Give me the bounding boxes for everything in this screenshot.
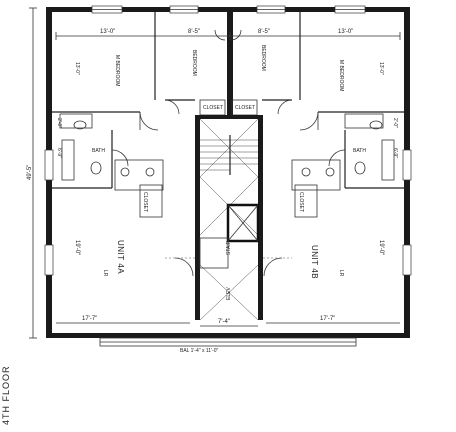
right-lr-depth: 19'-0"	[378, 240, 384, 255]
left-bath-depth: 6'-9"	[56, 148, 62, 158]
left-m-bedroom-label: M BEDROOM	[114, 55, 120, 86]
right-lr-width: 17'-7"	[320, 316, 335, 322]
top-windows	[91, 5, 366, 14]
unit-4a-labels: M BEDROOM BEDROOM 13'-0" CLOSET BATH 2'-…	[56, 50, 223, 322]
stair-treads	[200, 135, 258, 175]
overall-depth-label: 49'-5"	[27, 165, 33, 180]
left-core-closet-label: CLOSET	[142, 192, 148, 212]
right-core-closet-label: CLOSET	[298, 192, 304, 212]
left-lr-label: LR	[102, 270, 108, 277]
left-bath-label: BATH	[92, 148, 105, 154]
stair-core: 7'-4" STAIR ELEV	[195, 115, 263, 327]
unit-4b-label: UNIT 4B	[310, 245, 319, 279]
elev-label: ELEV	[226, 287, 232, 300]
overall-depth-dimension: 49'-5"	[27, 7, 37, 339]
right-bedroom-depth: 13'-0"	[378, 62, 384, 75]
right-closet-depth: 2'-0"	[392, 118, 398, 128]
dim-right-bedroom: 13'-0"	[338, 29, 353, 35]
dim-left-second-bedroom: 8'-5"	[188, 29, 200, 35]
floor-label: 4TH FLOOR	[1, 365, 11, 425]
left-bedroom-label: BEDROOM	[191, 50, 197, 76]
interior-partitions	[52, 12, 404, 218]
dim-left-bedroom: 13'-0"	[100, 29, 115, 35]
dim-right-second-bedroom: 8'-5"	[258, 29, 270, 35]
core-width-label: 7'-4"	[218, 319, 230, 325]
left-closet-label: CLOSET	[203, 105, 223, 111]
right-lr-label: LR	[338, 270, 344, 277]
left-lr-depth: 19'-0"	[74, 240, 80, 255]
plumbing-fixtures	[61, 120, 395, 181]
left-bedroom-depth: 13'-0"	[74, 62, 80, 75]
right-m-bedroom-label: M BEDROOM	[338, 60, 344, 91]
left-closet-depth: 2'-0"	[56, 118, 62, 128]
right-closet-label: CLOSET	[235, 105, 255, 111]
right-bedroom-label: BEDROOM	[260, 45, 266, 71]
side-windows	[44, 149, 412, 276]
balcony-label: BAL 1'-4" x 11'-0"	[180, 348, 218, 354]
stair-label: STAIR	[226, 240, 232, 255]
unit-4a-label: UNIT 4A	[116, 240, 125, 274]
right-bath-label: BATH	[353, 148, 366, 154]
left-lr-width: 17'-7"	[82, 316, 97, 322]
unit-4b-labels: M BEDROOM BEDROOM 13'-0" CLOSET BATH 2'-…	[235, 45, 398, 322]
core-hatching	[199, 118, 259, 321]
right-bath-depth: 6'-9"	[392, 148, 398, 158]
balcony: BAL 1'-4" x 11'-0"	[99, 337, 357, 354]
